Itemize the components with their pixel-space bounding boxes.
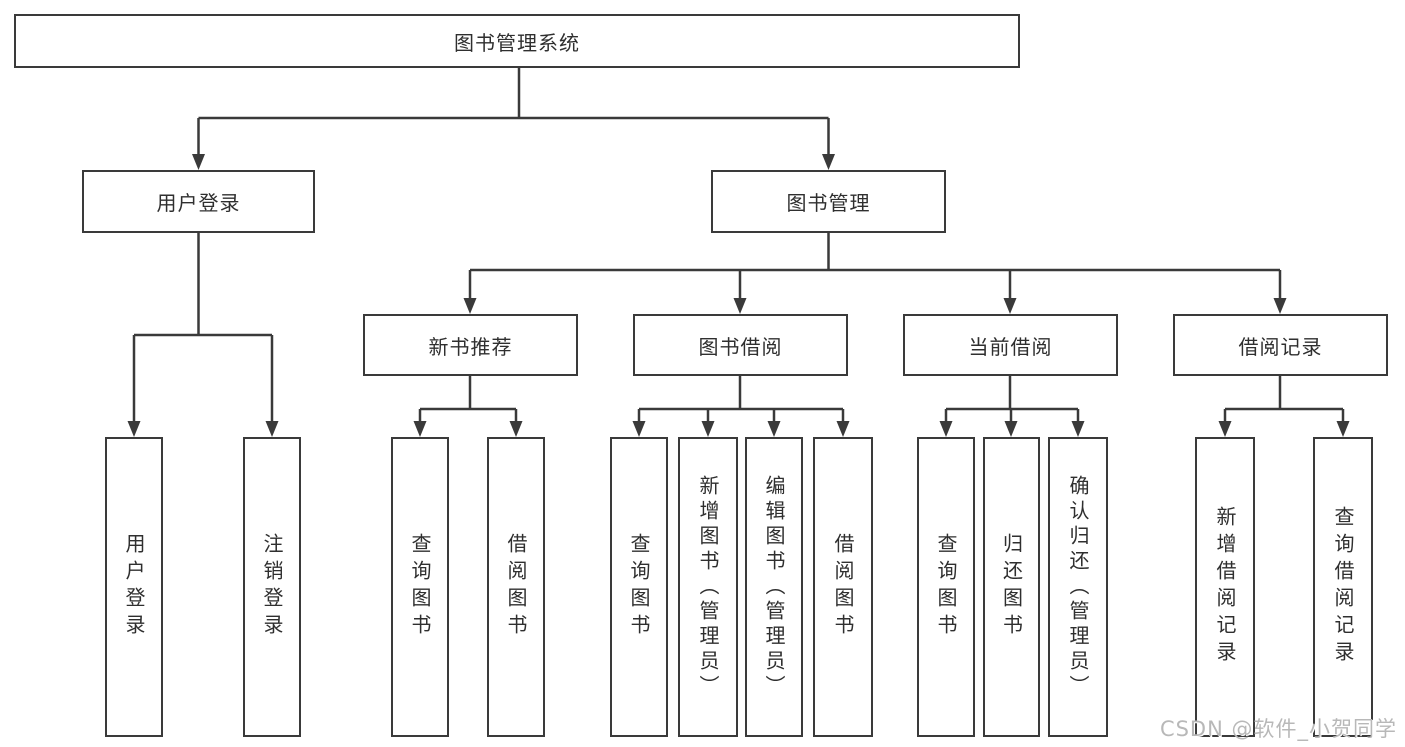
- node-label: 图书管理系统: [454, 30, 580, 55]
- leaf-query-book-current: 查询图书: [917, 437, 975, 737]
- node-label: 确认归还（管理员）: [1066, 474, 1090, 700]
- node-label: 用户登录: [122, 533, 146, 641]
- connector-new-book-children: [418, 376, 518, 425]
- node-label: 新增借阅记录: [1213, 506, 1237, 668]
- node-label: 借阅图书: [831, 533, 855, 641]
- node-label: 图书管理: [786, 191, 871, 215]
- leaf-logout: 注销登录: [243, 437, 301, 737]
- node-label: 查询图书: [408, 533, 432, 641]
- node-label: 查询借阅记录: [1331, 506, 1355, 668]
- node-label: 归还图书: [999, 533, 1024, 641]
- csdn-watermark: CSDN @软件_小贺同学: [1159, 717, 1397, 741]
- node-label: 当前借阅: [968, 334, 1053, 359]
- leaf-query-book-recommend: 查询图书: [391, 437, 449, 737]
- connector-user-login-children: [132, 233, 274, 425]
- node-label: 新增图书（管理员）: [696, 474, 720, 700]
- connector-book-management-children: [468, 233, 1282, 302]
- node-book-borrow: 图书借阅: [633, 314, 848, 376]
- leaf-query-borrow-record: 查询借阅记录: [1313, 437, 1373, 737]
- connector-root-to-level2: [197, 68, 830, 158]
- node-label: 用户登录: [156, 191, 241, 215]
- connector-borrow-records-children: [1223, 376, 1345, 425]
- leaf-return-book: 归还图书: [983, 437, 1040, 737]
- node-label: 借阅记录: [1238, 334, 1323, 359]
- node-borrow-records: 借阅记录: [1173, 314, 1388, 376]
- leaf-borrow-book-recommend: 借阅图书: [487, 437, 545, 737]
- node-label: 借阅图书: [504, 533, 528, 641]
- leaf-add-book-admin: 新增图书（管理员）: [678, 437, 738, 737]
- node-current-borrow: 当前借阅: [903, 314, 1118, 376]
- node-label: 编辑图书（管理员）: [762, 474, 786, 700]
- leaf-borrow-book: 借阅图书: [813, 437, 873, 737]
- node-label: 图书借阅: [698, 334, 783, 359]
- node-new-book-recommend: 新书推荐: [363, 314, 578, 376]
- leaf-query-book-borrow: 查询图书: [610, 437, 668, 737]
- node-label: 查询图书: [627, 533, 651, 641]
- connector-book-borrow-children: [637, 376, 845, 425]
- arrowheads: [127, 154, 1350, 437]
- leaf-edit-book-admin: 编辑图书（管理员）: [745, 437, 803, 737]
- leaf-user-login: 用户登录: [105, 437, 163, 737]
- node-library-management-system: 图书管理系统: [14, 14, 1020, 68]
- connector-current-borrow-children: [944, 376, 1080, 425]
- node-label: 新书推荐: [428, 334, 513, 359]
- node-user-login: 用户登录: [82, 170, 315, 233]
- node-book-management: 图书管理: [711, 170, 946, 233]
- node-label: 注销登录: [260, 533, 284, 641]
- leaf-add-borrow-record: 新增借阅记录: [1195, 437, 1255, 737]
- node-label: 查询图书: [934, 533, 958, 641]
- leaf-confirm-return-admin: 确认归还（管理员）: [1048, 437, 1108, 737]
